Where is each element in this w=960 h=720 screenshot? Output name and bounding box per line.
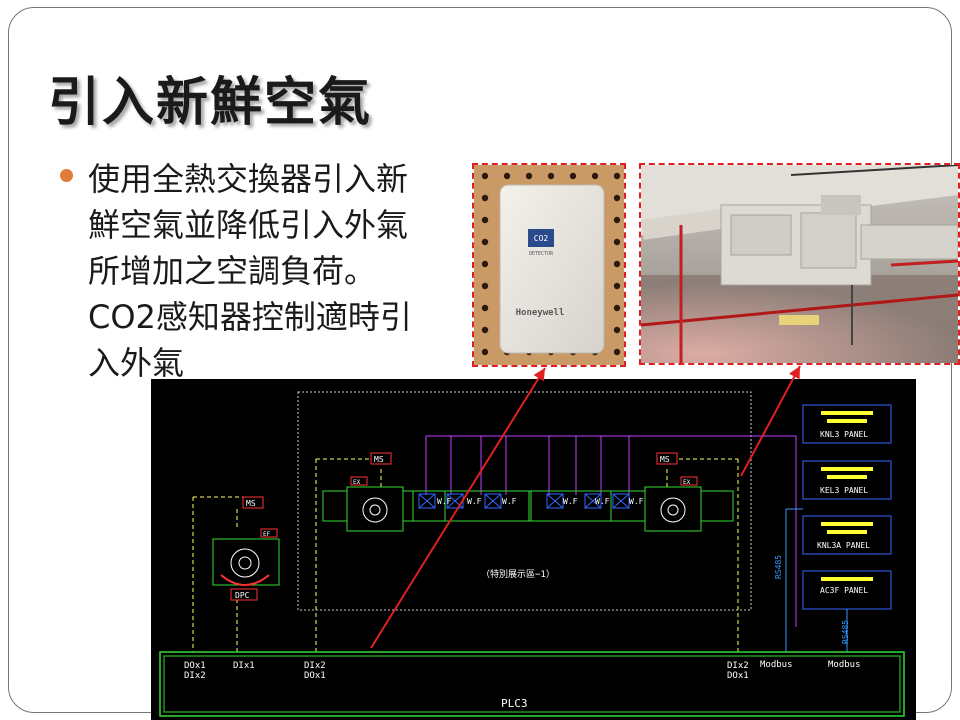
- co2-sensor-photo: CO2 DETECTOR Honeywell: [472, 163, 626, 367]
- wf-label-5: W.F: [595, 497, 610, 506]
- ex-label-1: EX: [353, 479, 361, 486]
- bullet-icon: [60, 169, 73, 182]
- wf-label-6: W.F: [629, 497, 644, 506]
- honeywell-logo: Honeywell: [516, 308, 565, 318]
- plc-label: PLC3: [501, 697, 528, 710]
- io-dix1: DIx1: [233, 661, 255, 671]
- heat-exchanger-illustration: [641, 165, 958, 363]
- ex-label-2: EX: [683, 479, 691, 486]
- io-mid-1: DIx2: [304, 661, 326, 671]
- io-right-1: DIx2: [727, 661, 749, 671]
- detector-label: DETECTOR: [529, 251, 554, 257]
- panel-name-3: KNL3A PANEL: [817, 541, 870, 550]
- zone-label: （特別展示區−1）: [481, 568, 555, 580]
- io-left-1: DOx1: [184, 661, 206, 671]
- ms-label-3: MS: [660, 455, 670, 464]
- wf-label-1: W.F: [437, 497, 452, 506]
- bullet-text: 使用全熱交換器引入新鮮空氣並降低引入外氣所增加之空調負荷。CO2感知器控制適時引…: [88, 160, 412, 382]
- modbus-label-1: Modbus: [760, 660, 793, 670]
- io-left-2: DIx2: [184, 671, 206, 681]
- panel-name-4: AC3F PANEL: [820, 586, 868, 595]
- slide-title: 引入新鮮空氣: [48, 73, 373, 133]
- rs485-label-2: RS485: [841, 620, 850, 644]
- panel-name-1: KNL3 PANEL: [820, 430, 868, 439]
- rs485-label-1: RS485: [774, 555, 783, 579]
- co2-sensor-illustration: CO2 DETECTOR Honeywell: [474, 165, 624, 365]
- ms-label-1: MS: [246, 499, 256, 508]
- heat-exchanger-photo: [639, 163, 960, 365]
- wf-label-4: W.F: [563, 497, 578, 506]
- schematic-drawing: W.F W.F W.F W.F W.F W.F MS MS MS EX EX E…: [159, 391, 905, 717]
- io-right-2: DOx1: [727, 671, 749, 681]
- panel-name-2: KEL3 PANEL: [820, 486, 868, 495]
- wf-label-2: W.F: [467, 497, 482, 506]
- ef-label: EF: [263, 531, 271, 538]
- io-mid-2: DOx1: [304, 671, 326, 681]
- ms-label-2: MS: [374, 455, 384, 464]
- hvac-schematic: W.F W.F W.F W.F W.F W.F MS MS MS EX EX E…: [151, 379, 916, 720]
- dpc-label: DPC: [235, 591, 250, 600]
- modbus-label-2: Modbus: [828, 660, 861, 670]
- co2-label: CO2: [534, 234, 549, 243]
- wf-label-3: W.F: [502, 497, 517, 506]
